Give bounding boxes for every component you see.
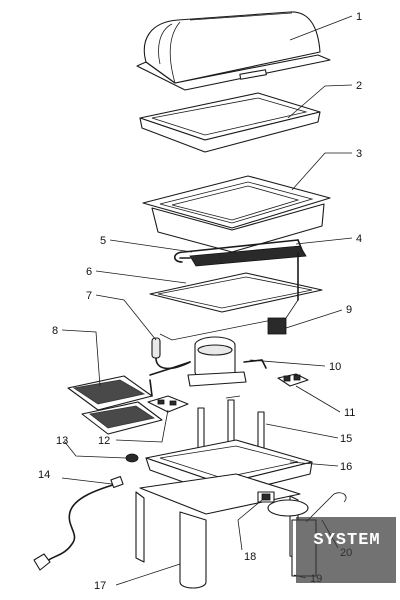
part-power-cord [33, 475, 124, 571]
part-shallow-pan [139, 92, 321, 153]
callout-3: 3 [356, 148, 362, 160]
part-heating-element [173, 239, 307, 267]
callout-10: 10 [329, 361, 341, 373]
callout-11: 11 [344, 407, 355, 419]
part-base-plate [149, 252, 323, 313]
callout-15: 15 [340, 433, 352, 445]
part-control-switch [277, 373, 309, 387]
callout-9: 9 [346, 304, 352, 316]
callout-labels: 1 2 3 4 5 6 7 8 9 10 11 12 13 14 15 16 1… [38, 11, 362, 592]
callout-14: 14 [38, 469, 50, 481]
part-front-switch [257, 491, 275, 503]
part-stand-frame [135, 473, 301, 589]
callout-1: 1 [356, 11, 362, 23]
callout-12: 12 [98, 435, 110, 447]
part-pump-motor [149, 336, 267, 387]
callout-6: 6 [86, 266, 92, 278]
part-roll-top-lid [136, 11, 331, 91]
callout-13: 13 [56, 435, 68, 447]
callout-2: 2 [356, 80, 362, 92]
part-relay-module [147, 395, 189, 413]
part-grille [67, 375, 163, 435]
callout-17: 17 [94, 580, 106, 592]
watermark-text: SYSTEM [313, 531, 381, 550]
watermark-box [296, 517, 396, 583]
callout-5: 5 [100, 235, 106, 247]
callout-16: 16 [340, 461, 352, 473]
part-connector-block [267, 299, 299, 335]
callout-7: 7 [86, 290, 92, 302]
callout-18: 18 [244, 551, 256, 563]
part-deep-pan [142, 175, 331, 253]
callout-4: 4 [356, 233, 362, 245]
part-knob [125, 453, 139, 463]
callout-8: 8 [52, 325, 58, 337]
